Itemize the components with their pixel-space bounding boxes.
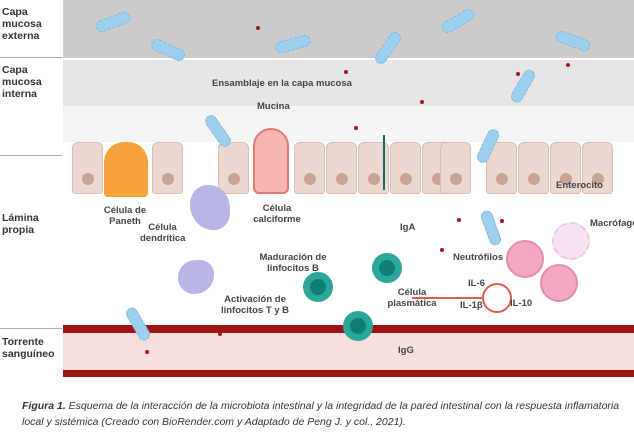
dendritic-cell (190, 185, 230, 230)
cytokine-circle (482, 283, 512, 313)
maturation-label: Maduración de linfocitos B (259, 252, 327, 274)
dendritic-label: Célula dendrítica (140, 222, 186, 244)
layer-inner-label: Capa mucosa interna (2, 64, 42, 100)
caption-text: Esquema de la interacción de la microbio… (22, 400, 620, 428)
assembly-label: Ensamblaje en la capa mucosa (212, 78, 352, 89)
separator (0, 328, 62, 329)
plasma-cell-upward-arrow (383, 135, 385, 190)
neutrophils-label: Neutrófilos (453, 252, 504, 263)
neutrophil-2 (540, 264, 578, 302)
il6-label: IL-6 (468, 278, 485, 289)
outer-mucus-band (63, 0, 634, 58)
separator (0, 57, 62, 58)
plasma-label: Célula plasmática (387, 287, 437, 309)
plasma-cell-vessel (343, 311, 373, 341)
dendritic-cell-2 (178, 260, 214, 294)
calciform-label: Célula calciforme (253, 203, 301, 225)
iga-label: IgA (400, 222, 416, 233)
il1b-label: IL-1β (460, 300, 483, 311)
paneth-label: Célula de Paneth (103, 205, 147, 227)
mucin-label: Mucina (257, 101, 290, 112)
separator (0, 155, 62, 156)
layer-blood-label: Torrente sanguíneo (2, 336, 55, 360)
igg-label: IgG (398, 345, 414, 356)
mucus-transition (63, 106, 634, 142)
caption-label: Figura 1. (22, 400, 66, 412)
macrophage-label: Macrófago (590, 218, 634, 229)
activation-label: Activación de linfocitos T y B (220, 294, 290, 316)
layer-lamina-label: Lámina propia (2, 212, 39, 236)
b-cell (303, 272, 333, 302)
paneth-cell (104, 142, 148, 197)
layer-outer-label: Capa mucosa externa (2, 6, 42, 42)
macrophage (552, 222, 590, 260)
cytokine-arrow (412, 297, 482, 299)
plasma-cell (372, 253, 402, 283)
enterocyte-label: Enterocito (556, 180, 603, 191)
neutrophil (506, 240, 544, 278)
inner-mucus-band (63, 60, 634, 106)
goblet-cell (253, 128, 289, 194)
figure-caption: Figura 1. Esquema de la interacción de l… (22, 398, 622, 430)
il10-label: IL-10 (510, 298, 533, 309)
